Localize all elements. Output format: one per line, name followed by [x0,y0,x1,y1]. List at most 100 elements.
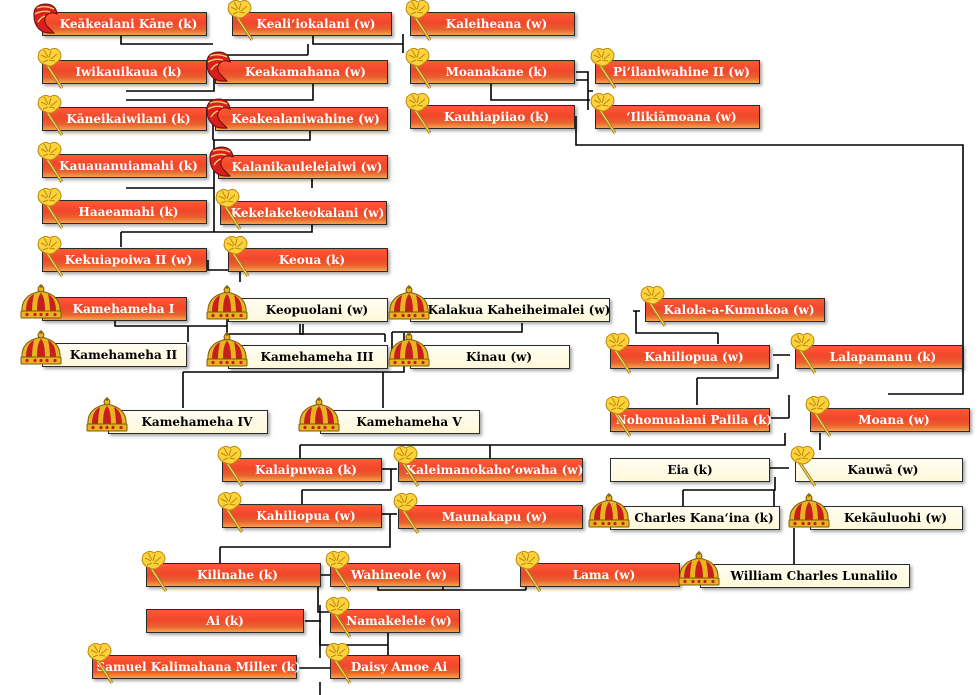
kahili-standard-icon [804,394,834,438]
person-name: Kekelakekeokalani (w) [230,206,385,220]
person-name: Piʻilaniwahine II (w) [613,65,750,79]
person-box-eia: Eia (k) [610,458,770,482]
person-name: Kaleimanokahoʻowaha (w) [405,463,584,477]
person-box-kahiliopua-2: Kahiliopua (w) [222,504,382,528]
person-box-kauauanuiamahi: Kauauanuiamahi (k) [42,154,207,178]
kahili-standard-icon [404,46,434,90]
person-box-kauwa: Kauwā (w) [795,458,963,482]
kahili-standard-icon [589,91,619,135]
person-box-kaleiheana: Kaleiheana (w) [410,12,575,36]
person-name: Wahineole (w) [351,568,447,582]
person-box-haaeamahi: Haaeamahi (k) [42,200,207,224]
person-name: William Charles Lunalilo [730,569,898,583]
person-box-kealiiokalani: Kealiʻiokalani (w) [232,12,392,36]
person-name: Moana (w) [858,413,930,427]
person-box-daisy-ai: Daisy Amoe Ai [330,655,460,679]
person-box-samuel-miller: Samuel Kalimahana Miller (k) [92,655,301,679]
kahili-standard-icon [222,234,252,278]
person-box-keopuolani: Keopuolani (w) [228,298,388,322]
person-box-kalola: Kalola-a-Kumukoa (w) [645,298,825,322]
kahili-standard-icon [639,284,669,328]
kahili-standard-icon [36,186,66,230]
person-box-kalaipuwaa: Kalaipuwaa (k) [222,458,382,482]
person-name: Kahiliopua (w) [644,350,744,364]
person-box-kauhiapiiao: Kauhiapiiao (k) [410,105,575,129]
person-name: Kamehameha II [69,348,178,362]
person-box-ilikiamoana: ʻIlikiāmoana (w) [595,105,760,129]
person-box-keoua: Keoua (k) [228,248,388,272]
person-box-nohomualani: Nohomualani Palila (k) [610,408,772,432]
feathered-helmet-icon [203,50,233,82]
person-name: Namakelele (w) [346,614,452,628]
royal-crown-icon [386,331,432,371]
person-name: Kinau (w) [465,350,533,364]
kahili-standard-icon [140,549,170,593]
person-box-namakelele: Namakelele (w) [330,609,460,633]
person-box-kamehameha-iv: Kamehameha IV [108,410,268,434]
kahili-standard-icon [86,641,116,685]
person-name: Kamehameha V [356,415,462,429]
person-name: Keākealani Kāne (k) [59,17,198,31]
person-name: Charles Kanaʻina (k) [634,511,774,525]
royal-crown-icon [786,492,832,532]
royal-crown-icon [18,329,64,369]
person-name: Samuel Kalimahana Miller (k) [96,660,301,674]
feathered-helmet-icon [203,97,233,129]
person-box-kahiliopua-1: Kahiliopua (w) [610,345,770,369]
person-box-keakamahana: Keakamahana (w) [215,60,388,84]
kahili-standard-icon [604,394,634,438]
person-name: Kahiliopua (w) [256,509,356,523]
person-box-kekuiapoiwa-ii: Kekuiapoiwa II (w) [42,248,207,272]
person-box-william-lunalilo: William Charles Lunalilo [700,564,910,588]
person-box-kalakua: Kalakua Kaheiheimalei (w) [410,298,610,322]
royal-crown-icon [676,550,722,590]
person-box-kekauluohi: Kekāuluohi (w) [810,506,963,530]
royal-crown-icon [204,331,250,371]
person-name: Maunakapu (w) [441,510,548,524]
person-name: Moanakane (k) [445,65,548,79]
person-box-keakealaniwahine: Keakealaniwahine (w) [215,107,388,131]
person-box-lama: Lama (w) [520,563,680,587]
person-box-kalanikauleleiaiwi: Kalanikauleleiaiwi (w) [218,155,388,179]
person-name: Iwikauikaua (k) [75,65,182,79]
person-name: Kalanikauleleiaiwi (w) [231,160,383,174]
kahili-standard-icon [324,549,354,593]
kahili-standard-icon [324,641,354,685]
person-name: Kealiʻiokalani (w) [256,17,376,31]
kahili-standard-icon [789,331,819,375]
person-name: Kamehameha III [260,350,374,364]
kahili-standard-icon [36,140,66,184]
kahili-standard-icon [392,491,422,535]
person-box-piilaniwahine-ii: Piʻilaniwahine II (w) [595,60,760,84]
person-box-charles-kanaina: Charles Kanaʻina (k) [610,506,780,530]
person-box-kekelakekeokalani: Kekelakekeokalani (w) [220,201,387,225]
person-name: Kilinahe (k) [197,568,278,582]
person-name: Kamehameha I [72,302,175,316]
person-name: Eia (k) [667,463,713,477]
person-name: Kalaipuwaa (k) [255,463,357,477]
kahili-standard-icon [214,187,244,231]
kahili-standard-icon [36,93,66,137]
kahili-standard-icon [589,46,619,90]
kahili-standard-icon [604,331,634,375]
kahili-standard-icon [404,0,434,42]
person-name: Haaeamahi (k) [78,205,179,219]
person-name: Ai (k) [206,614,244,628]
person-box-moanakane: Moanakane (k) [410,60,575,84]
person-name: Kamehameha IV [141,415,253,429]
person-box-kamehameha-v: Kamehameha V [320,410,480,434]
person-name: ʻIlikiāmoana (w) [626,110,737,124]
kahili-standard-icon [404,91,434,135]
person-name: Kekuiapoiwa II (w) [64,253,193,267]
person-name: Kauwā (w) [847,463,919,477]
person-name: Daisy Amoe Ai [350,660,448,674]
person-name: Lama (w) [572,568,636,582]
person-box-ai: Ai (k) [146,609,304,633]
person-name: Kekāuluohi (w) [843,511,948,525]
person-box-keakealani-kane: Keākealani Kāne (k) [42,12,207,36]
kahili-standard-icon [226,0,256,42]
person-name: Keakealaniwahine (w) [231,112,380,126]
person-box-wahineole: Wahineole (w) [330,563,460,587]
kahili-standard-icon [36,234,66,278]
person-name: Lalapamanu (k) [829,350,937,364]
